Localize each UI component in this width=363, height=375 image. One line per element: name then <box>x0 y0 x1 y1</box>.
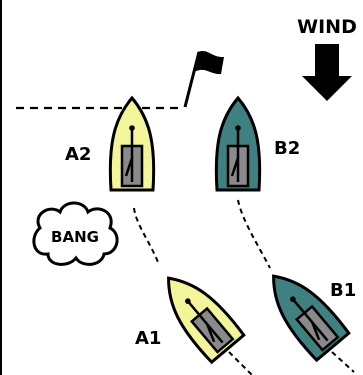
boat-a2 <box>108 96 156 192</box>
wind-label: WIND <box>297 16 357 38</box>
boat-label-b1: B1 <box>330 280 356 301</box>
start-flag-icon <box>183 51 224 108</box>
bang-label: BANG <box>51 228 99 246</box>
boat-a1 <box>150 262 246 365</box>
boat-label-b2: B2 <box>274 138 300 159</box>
bang-cloud-icon <box>32 201 119 266</box>
boat-b2 <box>214 96 262 192</box>
boat-b1 <box>255 260 351 363</box>
a1-stern-wake <box>228 351 253 375</box>
boat-label-a2: A2 <box>65 144 91 165</box>
a1-wake-trail <box>133 207 160 266</box>
b1-stern-wake <box>331 351 355 373</box>
b1-wake-trail <box>237 199 271 269</box>
wind-arrow-icon <box>302 44 352 101</box>
boat-label-a1: A1 <box>135 328 161 349</box>
